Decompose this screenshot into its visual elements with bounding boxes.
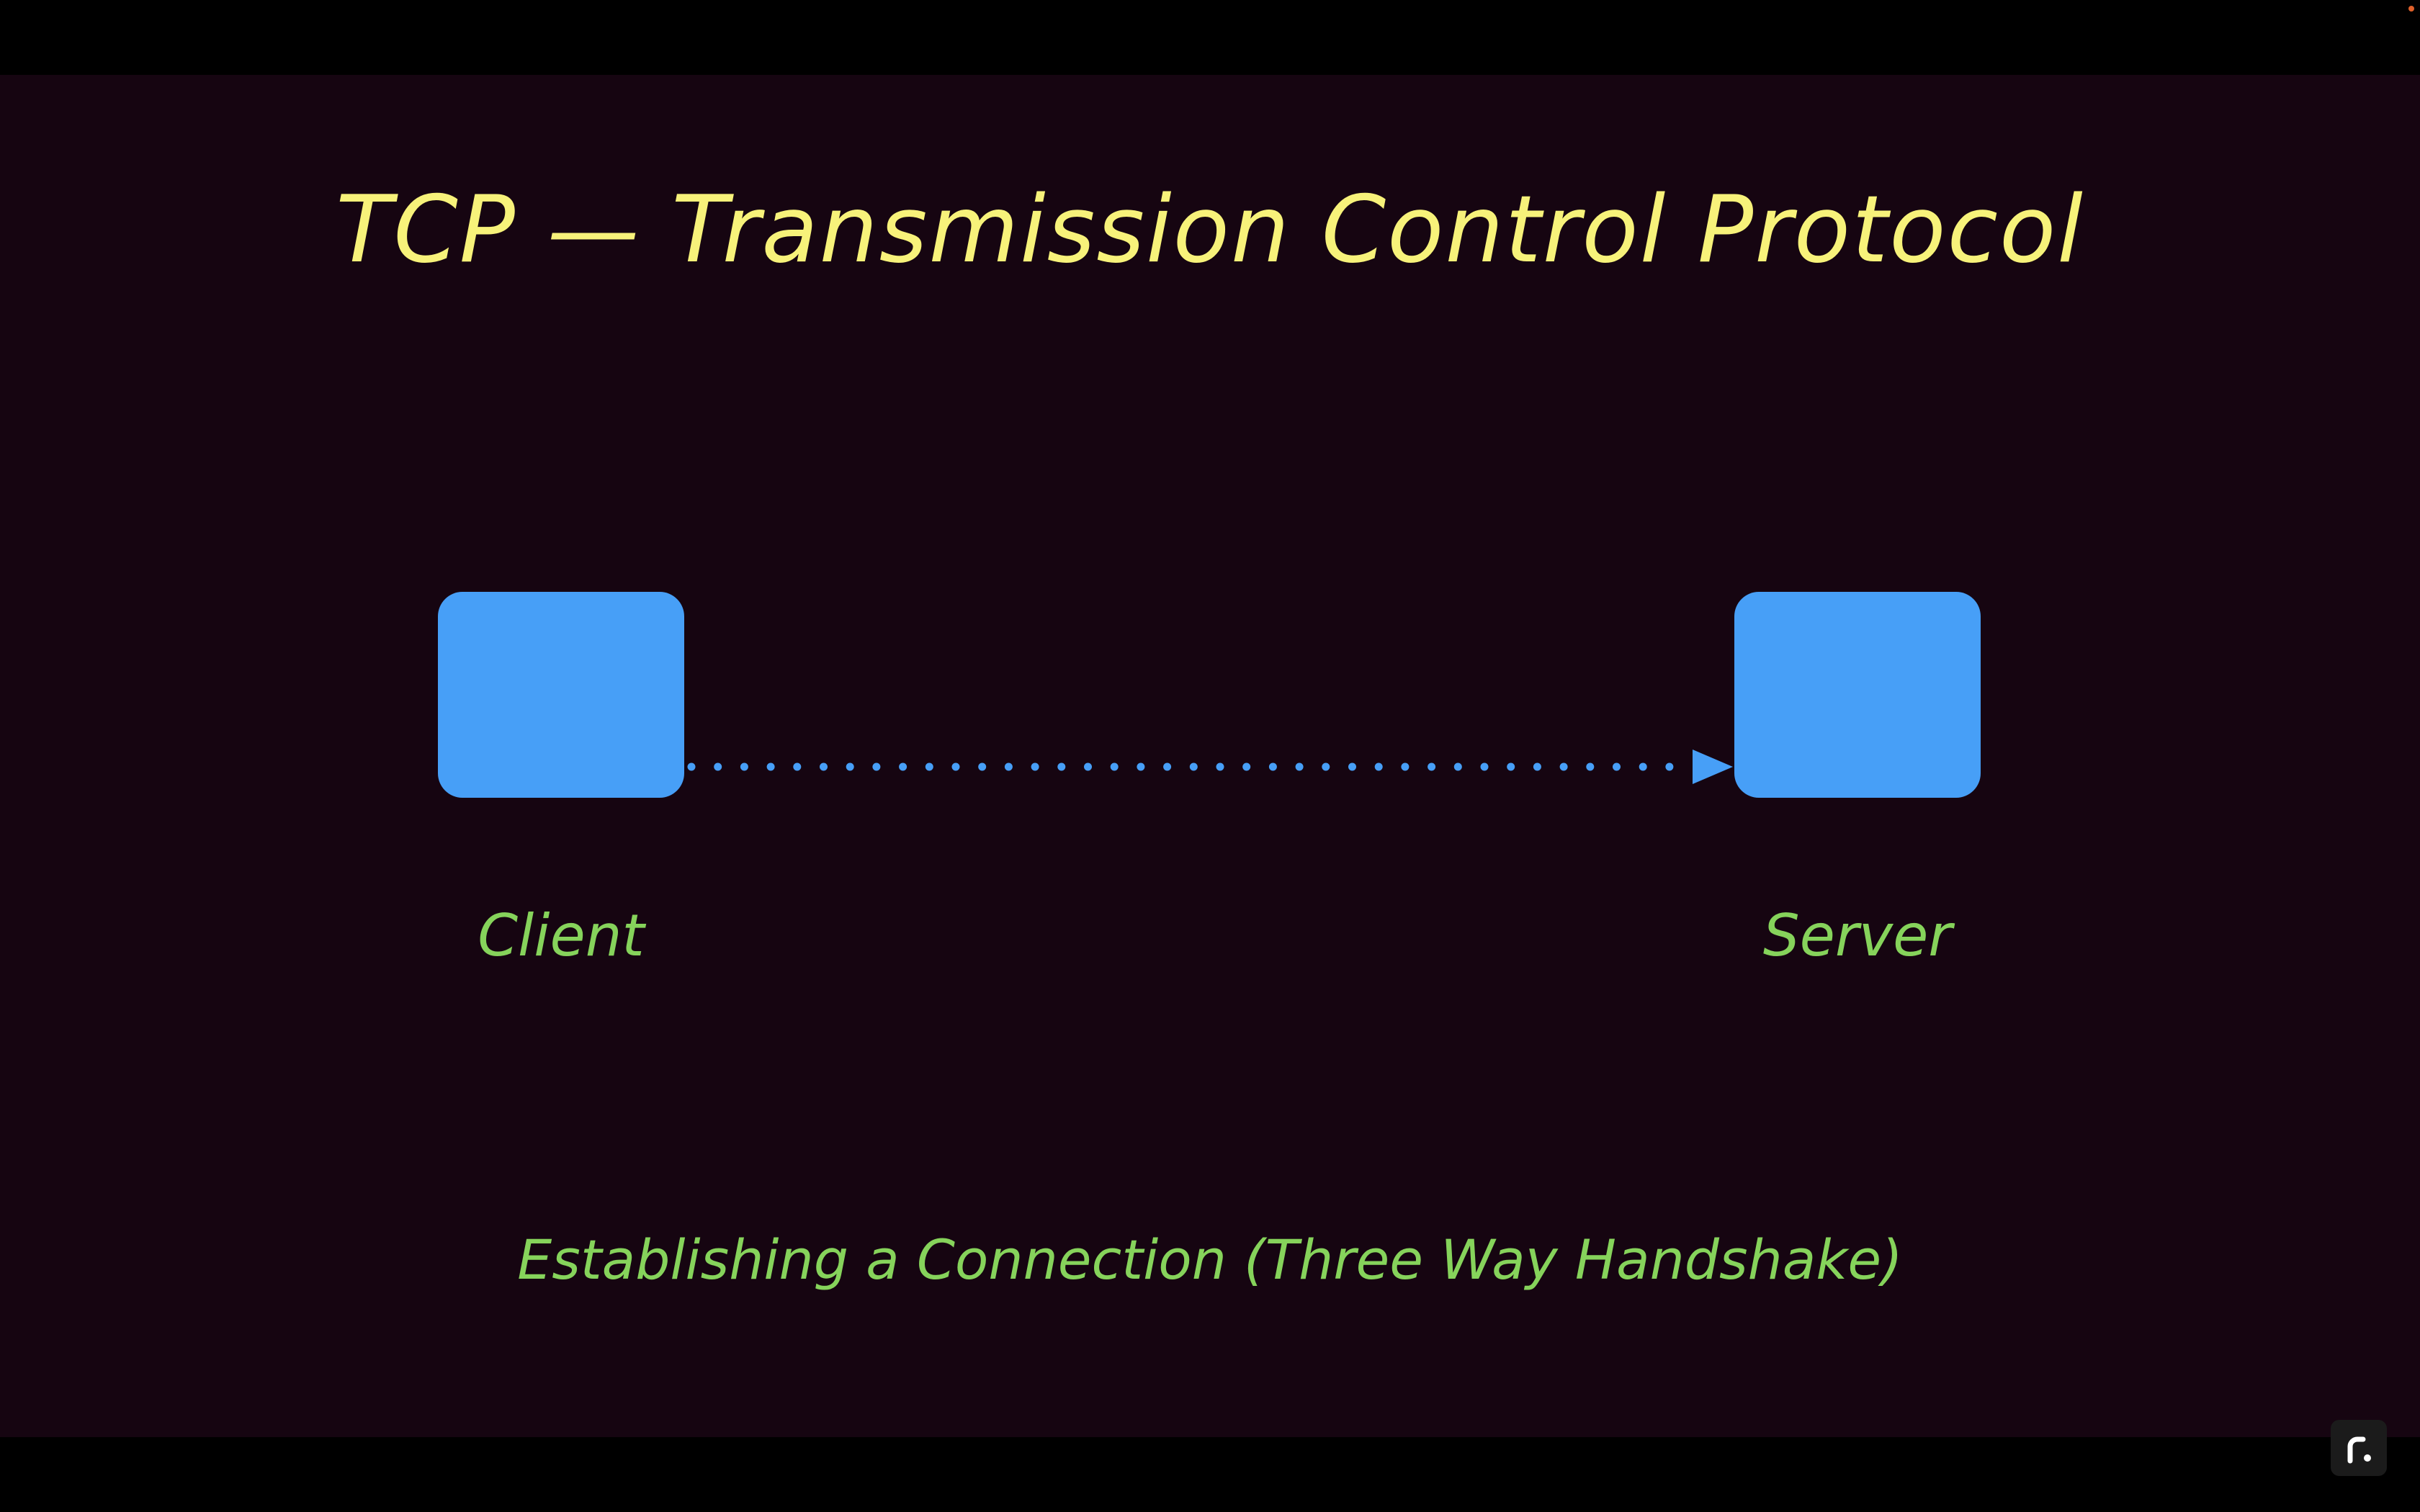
connector-dot (1480, 762, 1489, 771)
connector-dot (1057, 762, 1066, 771)
bottom-letterbox (0, 1437, 2420, 1512)
connector-dot (1401, 762, 1410, 771)
slide-canvas (0, 75, 2420, 1437)
connector-dot (1613, 762, 1621, 771)
connector-dot (1110, 762, 1119, 771)
top-letterbox (0, 0, 2420, 75)
connector-dot (1428, 762, 1436, 771)
connector-dot (1586, 762, 1595, 771)
connector-dot (687, 762, 696, 771)
connector-dot (1559, 762, 1568, 771)
connector-dot (1189, 762, 1198, 771)
connector-dot (1031, 762, 1039, 771)
connector-dot (951, 762, 960, 771)
app-logo-icon (2331, 1420, 2387, 1476)
connector-dot (1322, 762, 1330, 771)
connector-dot (1374, 762, 1383, 771)
connector-dot (1084, 762, 1092, 771)
slide-subtitle: Establishing a Connection (Three Way Han… (517, 1228, 1903, 1292)
connector-dot (978, 762, 987, 771)
connector-dot (872, 762, 881, 771)
connector-dot (714, 762, 722, 771)
dotted-connector-line (687, 762, 1674, 771)
connector-dot (1348, 762, 1356, 771)
connector-dot (1268, 762, 1277, 771)
client-label: Client (478, 902, 645, 969)
connector-dot (846, 762, 854, 771)
connector-dot (1216, 762, 1224, 771)
connector-dot (1163, 762, 1172, 771)
server-node (1734, 592, 1981, 798)
connector-dot (1665, 762, 1674, 771)
connector-dot (766, 762, 775, 771)
connector-dot (793, 762, 802, 771)
client-node (438, 592, 684, 798)
connector-dot (1295, 762, 1304, 771)
slide-title: TCP — Transmission Control Protocol (336, 176, 2084, 284)
connector-dot (740, 762, 748, 771)
server-label: Server (1762, 902, 1953, 969)
connector-dot (1533, 762, 1541, 771)
connector-dot (820, 762, 828, 771)
recording-indicator-dot (2408, 6, 2414, 12)
r-logo-glyph (2347, 1436, 2371, 1464)
client-to-server-arrow (687, 750, 1733, 784)
connector-dot (1507, 762, 1515, 771)
arrowhead-icon (1693, 750, 1733, 784)
connector-dot (1639, 762, 1647, 771)
connector-dot (899, 762, 908, 771)
connector-dot (1137, 762, 1145, 771)
connector-dot (925, 762, 933, 771)
connector-dot (1004, 762, 1013, 771)
connector-dot (1242, 762, 1251, 771)
connector-dot (1453, 762, 1462, 771)
